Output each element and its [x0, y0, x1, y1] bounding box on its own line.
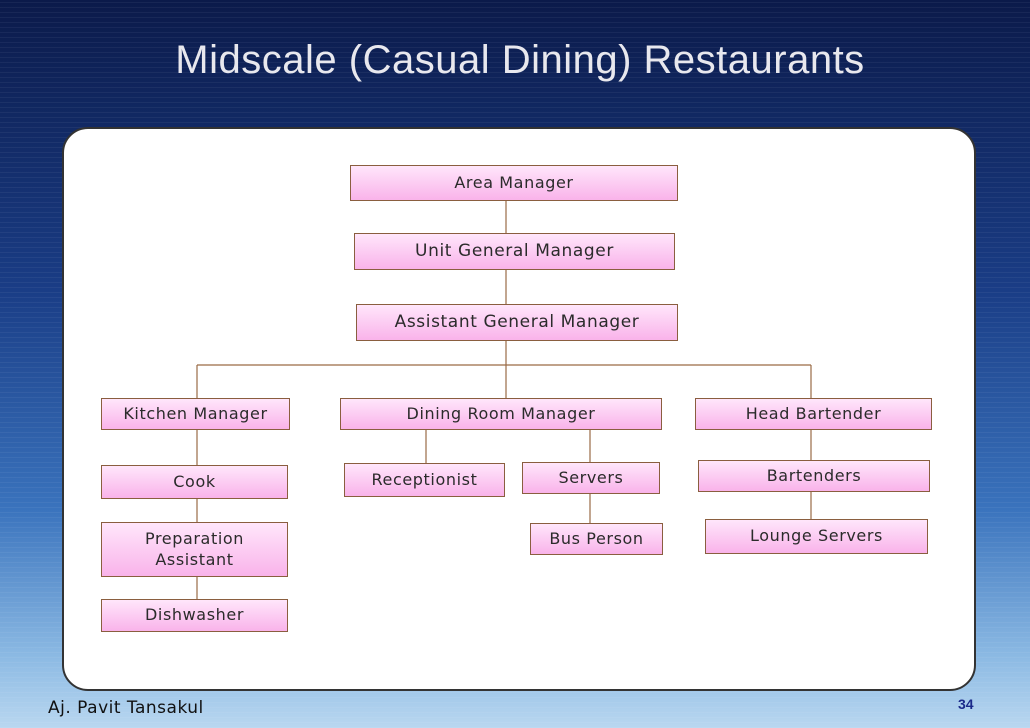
org-node-bus-person: Bus Person: [530, 523, 663, 555]
org-node-label: Head Bartender: [745, 403, 882, 423]
slide-title: Midscale (Casual Dining) Restaurants: [175, 38, 865, 82]
org-node-head-bartender: Head Bartender: [695, 398, 932, 430]
org-node-label-line1: Preparation: [144, 528, 245, 548]
org-node-lounge-servers: Lounge Servers: [705, 519, 928, 554]
org-node-label: Receptionist: [371, 469, 478, 489]
org-node-label: Dishwasher: [144, 605, 245, 625]
org-node-label: Assistant General Manager: [394, 312, 640, 333]
org-node-label: Kitchen Manager: [123, 403, 268, 423]
org-node-label: Bus Person: [549, 528, 644, 548]
org-node-label: Area Manager: [454, 172, 574, 192]
org-node-assistant-general-manager: Assistant General Manager: [356, 304, 678, 341]
org-node-cook: Cook: [101, 465, 288, 499]
org-node-label: Dining Room Manager: [406, 403, 596, 423]
org-node-kitchen-manager: Kitchen Manager: [101, 398, 290, 430]
org-node-preparation-assistant: Preparation Assistant: [101, 522, 288, 577]
page-number: 34: [958, 696, 974, 712]
org-node-receptionist: Receptionist: [344, 463, 505, 497]
org-node-bartenders: Bartenders: [698, 460, 930, 492]
org-node-label: Unit General Manager: [415, 241, 614, 262]
org-node-area-manager: Area Manager: [350, 165, 678, 201]
org-node-dining-room-manager: Dining Room Manager: [340, 398, 662, 430]
org-node-label-line2: Assistant: [155, 549, 234, 569]
org-node-label: Servers: [558, 467, 624, 487]
author-label: Aj. Pavit Tansakul: [48, 698, 204, 718]
org-node-label: Bartenders: [766, 465, 862, 485]
org-node-unit-general-manager: Unit General Manager: [354, 233, 675, 270]
org-node-servers: Servers: [522, 462, 660, 494]
org-node-label: Cook: [173, 471, 216, 491]
org-node-label: Lounge Servers: [750, 526, 883, 546]
org-node-dishwasher: Dishwasher: [101, 599, 288, 632]
